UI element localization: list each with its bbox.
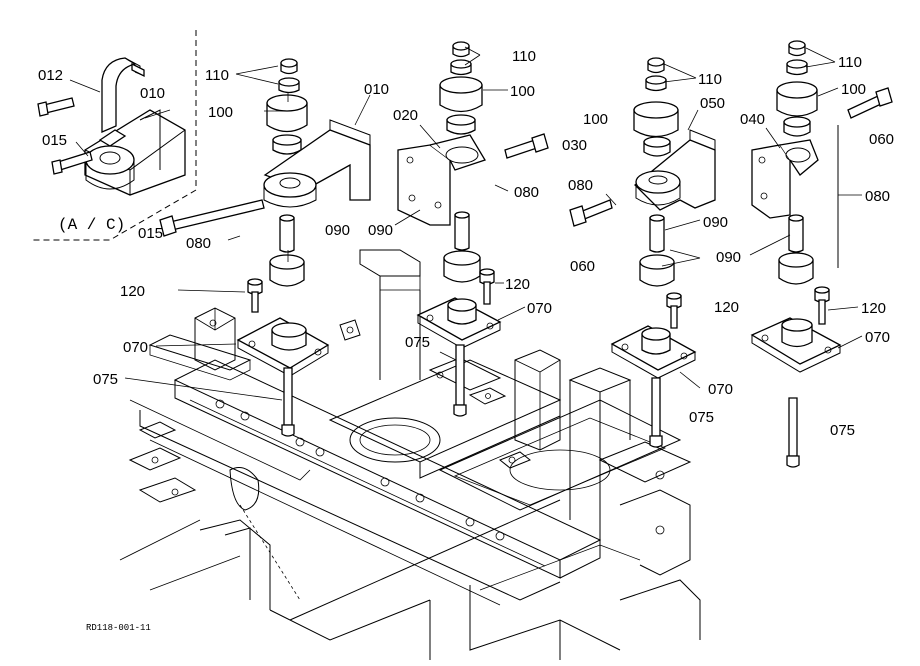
label-050: 050 [700,95,725,112]
label-120-stack1: 120 [120,283,145,300]
label-120-stack2: 120 [505,276,530,293]
label-090-stack3a: 090 [703,214,728,231]
detail-label: (A / C) [58,216,125,234]
label-120-stack3: 120 [714,299,739,316]
label-080-stack4: 080 [865,188,890,205]
detail-view-ac [30,30,197,241]
label-030: 030 [562,137,587,154]
label-080-left: 080 [186,235,211,252]
label-100-stack3: 100 [583,111,608,128]
label-110-stack2: 110 [512,48,536,65]
label-070-stack1: 070 [123,339,148,356]
label-040: 040 [740,111,765,128]
label-100-stack1: 100 [208,104,233,121]
leader-lines [69,46,863,401]
mount-stack-1 [159,58,371,437]
label-070-stack3: 070 [708,381,733,398]
label-080-stack2: 080 [514,184,539,201]
label-120-stack4: 120 [861,300,886,317]
part-labels: 012 010 015 (A / C) 015 080 110 100 010 … [38,48,894,633]
label-110-stack4: 110 [838,54,862,71]
mount-stack-4 [750,40,893,468]
label-012: 012 [38,67,63,84]
label-060-stack3: 060 [570,258,595,275]
label-075-stack3: 075 [689,409,714,426]
label-100-stack2: 100 [510,83,535,100]
label-110-stack3: 110 [698,71,722,88]
mount-stack-3 [569,57,716,448]
label-015-detail: 015 [42,132,67,149]
mount-stack-2 [397,41,549,417]
label-075-stack4: 075 [830,422,855,439]
label-060-stack4: 060 [869,131,894,148]
label-110-stack1: 110 [205,67,229,84]
label-075-stack2: 075 [405,334,430,351]
label-090-stack2: 090 [368,222,393,239]
label-080-stack3: 080 [568,177,593,194]
label-090-stack3b: 090 [716,249,741,266]
label-015: 015 [138,225,163,242]
label-010-detail: 010 [140,85,165,102]
label-070-stack2: 070 [527,300,552,317]
label-090-stack1: 090 [325,222,350,239]
label-075-stack1: 075 [93,371,118,388]
frame-chassis [119,249,701,660]
drawing-code: RD118-001-11 [86,623,151,633]
label-020: 020 [393,107,418,124]
label-010: 010 [364,81,389,98]
label-070-stack4: 070 [865,329,890,346]
label-100-stack4: 100 [841,81,866,98]
